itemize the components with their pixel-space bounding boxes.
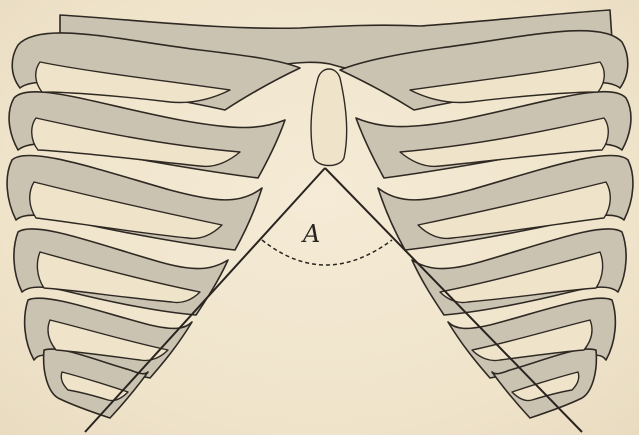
- sternum: [311, 69, 347, 166]
- angle-arc: [262, 240, 392, 265]
- angle-label: A: [303, 222, 320, 246]
